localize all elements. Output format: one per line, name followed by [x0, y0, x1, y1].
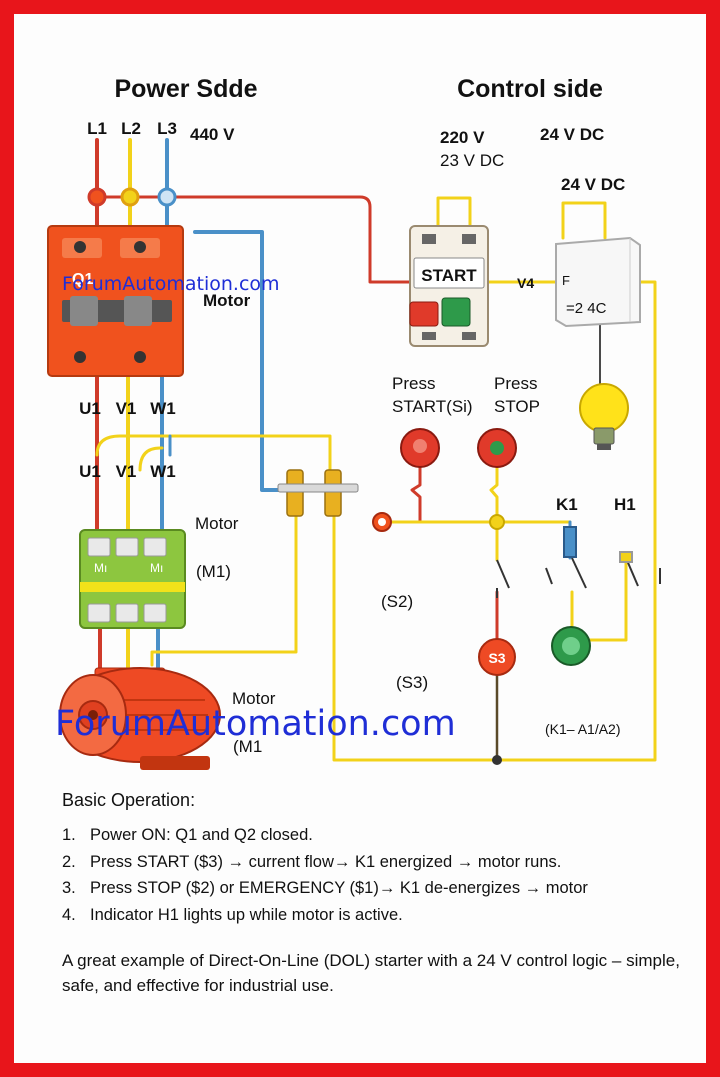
terminal-coupler: [277, 469, 359, 517]
press-stop-line1: Press: [494, 374, 537, 393]
step-text: Press STOP ($2) or EMERGENCY ($1)→ K1 de…: [90, 879, 588, 897]
wire-supply-to-start: [95, 195, 412, 284]
step-number: 4.: [62, 905, 76, 924]
start-module: [409, 225, 489, 347]
start-green-button[interactable]: [441, 297, 471, 327]
operation-step: 3. Press STOP ($2) or EMERGENCY ($1)→ K1 …: [62, 875, 682, 902]
wire-relay-top: [561, 201, 607, 240]
step-number: 1.: [62, 826, 76, 844]
motor-m1-label: (M1: [233, 737, 262, 756]
contactor-pole-label-2: Mı: [150, 561, 163, 575]
start-red-button[interactable]: [409, 301, 439, 327]
relay-label-b: =2 4C: [566, 300, 607, 317]
control-voltage-220: 220 V: [440, 128, 485, 147]
supply-voltage-label: 440 V: [190, 125, 235, 144]
wire-red-button: [410, 465, 422, 524]
wire-h1: [588, 556, 628, 642]
step-text: Indicator H1 lights up while motor is ac…: [90, 905, 403, 924]
junction-dot: [489, 514, 505, 530]
phase-l2-label: L2: [121, 119, 141, 138]
motor-label: Motor: [232, 689, 276, 708]
control-side-title: Control side: [457, 75, 603, 103]
relay-box: [555, 236, 641, 328]
wire-control-bus: [332, 280, 657, 762]
terminal-v1-row2: V1: [116, 462, 137, 481]
switch-contacts: [496, 526, 661, 598]
step-text: Press START ($3) → current flow→ K1 ener…: [90, 852, 562, 871]
s3-badge: [478, 638, 516, 676]
indicator-green-h1: [551, 626, 591, 666]
indicator-lamp-h1: [579, 383, 629, 450]
k1-coil-label: (K1– A1/A2): [545, 721, 621, 737]
operation-steps: 1. Power ON: Q1 and Q2 closed. 2. Press ST…: [62, 822, 682, 928]
start-module-label: START: [421, 266, 477, 285]
s3-badge-label: S3: [488, 650, 505, 666]
watermark-small: ForumAutomation.com: [62, 273, 280, 295]
power-side-title: Power Sdde: [114, 75, 257, 103]
terminal-u1-row2: U1: [79, 462, 101, 481]
phase-l1-label: L1: [87, 119, 107, 138]
terminal-dot-left: [372, 512, 392, 532]
operation-step: 2. Press START ($3) → current flow→ K1 en…: [62, 849, 682, 876]
notes-section: Basic Operation: 1. Power ON: Q1 and Q2 c…: [62, 790, 682, 1015]
operation-step: 4. Indicator H1 lights up while motor is …: [62, 902, 682, 929]
h1-label: H1: [614, 495, 636, 514]
k1-label: K1: [556, 495, 578, 514]
wire-yellow-loop-2: [138, 446, 164, 472]
control-voltage-23: 23 V DC: [440, 151, 504, 170]
wire-blue-coupler: [193, 230, 292, 492]
s3-label: (S3): [396, 673, 428, 692]
terminal-v1-row1: V1: [116, 399, 137, 418]
wire-start-top: [436, 196, 472, 230]
push-button-start[interactable]: [400, 428, 440, 468]
wire-yellow-loop: [95, 434, 332, 482]
wires: [95, 138, 657, 762]
contactor-pole-label-1: Mı: [94, 561, 107, 575]
step-number: 3.: [62, 879, 76, 897]
circuit-breaker-q1: [47, 187, 184, 377]
breaker-q1-label: Q1: [72, 271, 93, 288]
press-stop-line2: STOP: [494, 397, 540, 416]
phase-l3-label: L3: [157, 119, 177, 138]
contactor: [79, 529, 186, 629]
press-start-line2: START(Si): [392, 397, 473, 416]
notes-heading: Basic Operation:: [62, 790, 196, 810]
summary-text: A great example of Direct-On-Line (DOL) …: [62, 951, 680, 995]
wire-motor-feedback: [150, 513, 298, 667]
step-number: 2.: [62, 852, 76, 871]
terminal-u1-row1: U1: [79, 399, 101, 418]
motor-label-top: Motor: [203, 291, 251, 310]
operation-step: 1. Power ON: Q1 and Q2 closed.: [62, 822, 682, 849]
contactor-m1-label: (M1): [196, 562, 231, 581]
terminal-w1-row2: W1: [150, 462, 176, 481]
relay-label-a: F: [562, 273, 570, 288]
watermark-large: ForumAutomation.com: [55, 704, 456, 744]
junction-dot-bottom: [492, 755, 502, 765]
control-voltage-24-top: 24 V DC: [540, 125, 604, 144]
motor-m1: [59, 667, 221, 770]
push-button-stop[interactable]: [477, 428, 517, 468]
control-voltage-24-mid: 24 V DC: [561, 175, 625, 194]
v4-label: V4: [517, 275, 534, 291]
s2-label: (S2): [381, 592, 413, 611]
step-text: Power ON: Q1 and Q2 closed.: [90, 826, 313, 844]
wire-stop-button: [489, 465, 499, 562]
contactor-motor-label: Motor: [195, 514, 239, 533]
terminal-w1-row1: W1: [150, 399, 176, 418]
press-start-line1: Press: [392, 374, 435, 393]
